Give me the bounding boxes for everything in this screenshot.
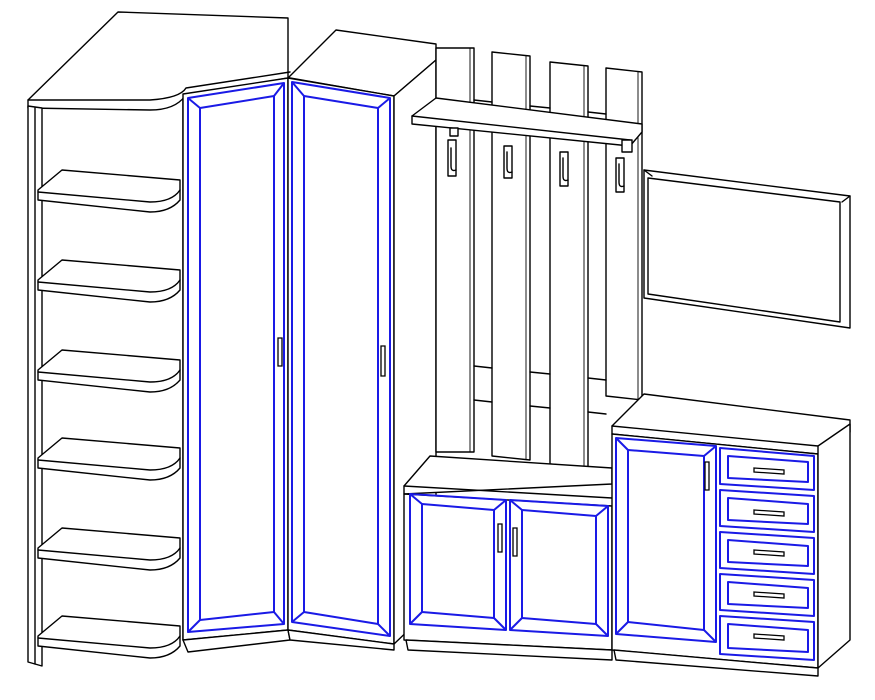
tall-wardrobe-handle [380,345,386,377]
coat-hook [503,145,513,179]
chest-door-handle [704,461,710,491]
drawer [719,447,815,491]
coat-hook [615,157,625,193]
shoe-cabinet [403,455,613,661]
mirror [643,169,851,329]
corner-shelf-unit [27,11,291,667]
coat-hook [559,151,569,187]
shoe-cabinet-handle-right [512,527,518,557]
coat-hook [447,139,457,177]
corner-wardrobe [182,77,291,653]
coat-hooks [447,139,625,193]
drawer [719,615,815,661]
drawer [719,489,815,533]
shoe-cabinet-handle-left [497,523,503,553]
chest-of-drawers [611,393,851,677]
drawer [719,573,815,617]
coat-rack-panels [435,47,643,469]
drawer [719,531,815,575]
corner-wardrobe-handle [277,337,283,367]
hat-shelf [411,97,643,153]
